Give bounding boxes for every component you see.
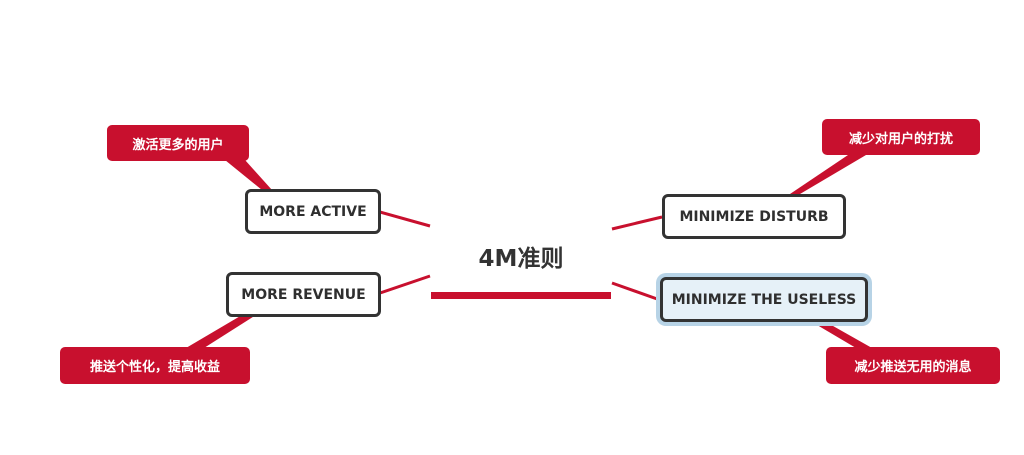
callout-tail-minimize-useless (812, 322, 872, 348)
center-topic[interactable]: 4M准则 (478, 246, 564, 272)
callout-tail-minimize-disturb (790, 155, 866, 194)
connector-more-revenue (379, 274, 431, 295)
connector-minimize-disturb (611, 215, 663, 231)
connector-more-active (379, 210, 431, 228)
node-minimize-disturb[interactable]: MINIMIZE DISTURB (662, 194, 846, 239)
connector-minimize-useless (611, 281, 661, 302)
node-more-active[interactable]: MORE ACTIVE (245, 189, 381, 234)
callout-more-active[interactable]: 激活更多的用户 (107, 125, 249, 161)
callout-minimize-useless[interactable]: 减少推送无用的消息 (826, 347, 1000, 384)
node-minimize-useless[interactable]: MINIMIZE THE USELESS (660, 277, 868, 322)
callout-minimize-disturb[interactable]: 减少对用户的打扰 (822, 119, 980, 155)
center-underline (431, 292, 611, 299)
callout-tail-more-revenue (186, 315, 256, 348)
node-more-revenue[interactable]: MORE REVENUE (226, 272, 381, 317)
callout-tail-more-active (225, 160, 272, 190)
callout-more-revenue[interactable]: 推送个性化，提高收益 (60, 347, 250, 384)
